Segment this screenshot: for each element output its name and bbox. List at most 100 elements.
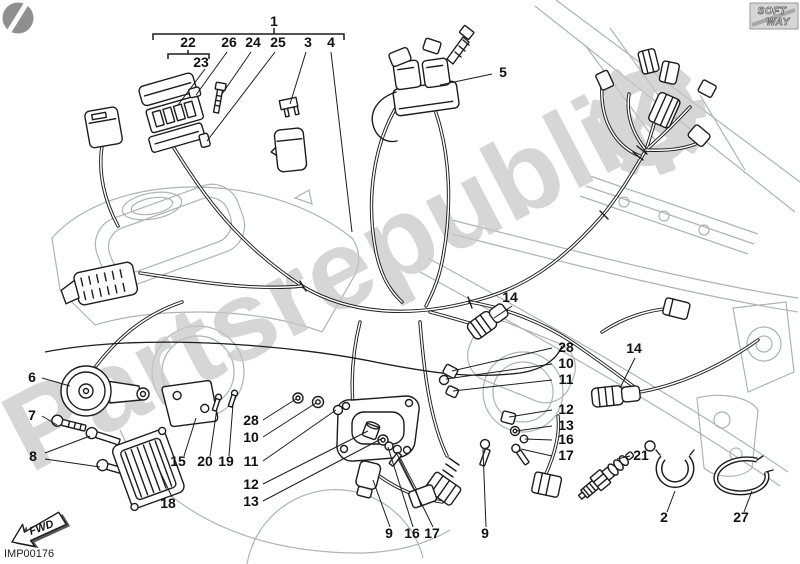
callout-line <box>387 446 414 528</box>
part-label: 9 <box>385 525 393 541</box>
callout-line <box>524 438 553 441</box>
callout-line <box>209 407 218 457</box>
brand-circle-logo <box>2 0 34 38</box>
part-label: 7 <box>28 407 36 423</box>
callout-line <box>262 402 317 438</box>
callout-line <box>221 51 252 95</box>
callout-line <box>262 409 337 462</box>
part-label: 1 <box>270 13 278 29</box>
callout-line <box>228 403 234 457</box>
coil-bracket-assembly <box>292 392 420 499</box>
ecu-connector <box>60 261 139 306</box>
part-label: 19 <box>218 453 234 469</box>
part-label: 25 <box>270 34 286 50</box>
part-label: 17 <box>558 447 574 463</box>
part-label: 13 <box>558 417 574 433</box>
horn <box>60 365 150 417</box>
part-label: 27 <box>733 509 749 525</box>
group-bracket <box>167 50 210 59</box>
callout-line <box>177 68 206 106</box>
part-label: 3 <box>304 34 312 50</box>
pin-20 <box>211 393 223 412</box>
part-label: 11 <box>244 453 259 469</box>
part-label: 5 <box>499 64 507 80</box>
solenoid-unit-5 <box>371 24 475 143</box>
part-label: 24 <box>245 34 261 50</box>
group-bracket <box>152 28 345 40</box>
callout-line <box>44 435 91 454</box>
callout-line <box>482 448 487 528</box>
part-label: 9 <box>481 525 489 541</box>
callout-line <box>451 347 553 372</box>
part-label: 6 <box>28 369 36 385</box>
part-label: 12 <box>558 401 574 417</box>
callout-line <box>395 451 434 528</box>
part-label: 13 <box>243 493 259 509</box>
callout-line <box>183 417 197 457</box>
components <box>51 24 774 512</box>
spark-plug <box>577 451 635 500</box>
softway-text-line1: SOFT <box>758 6 787 17</box>
part-label: 2 <box>660 509 668 525</box>
pin-19 <box>227 389 239 408</box>
part-label: 20 <box>197 453 213 469</box>
spark-plug-cap-front <box>466 303 509 340</box>
top-right-connector-cluster <box>595 48 717 320</box>
callout-line <box>372 479 391 528</box>
part-label: 4 <box>327 34 335 50</box>
spark-plug-cap-rear <box>590 385 641 408</box>
rear-coil-hardware <box>438 363 656 467</box>
part-label: 28 <box>243 412 259 428</box>
blade-fuse-3 <box>278 96 300 118</box>
callout-line <box>452 379 553 392</box>
part-label: 28 <box>558 339 574 355</box>
part-label: 12 <box>243 476 259 492</box>
spacer-25 <box>198 132 211 149</box>
bottom-connectors <box>408 457 563 509</box>
callout-line <box>520 448 553 457</box>
callout-line <box>515 425 553 432</box>
part-label: 22 <box>180 34 196 50</box>
image-code: IMP00176 <box>4 548 54 560</box>
callout-line <box>330 51 353 233</box>
softway-text-line2: WAY <box>766 17 790 28</box>
callout-line <box>508 409 553 418</box>
callout-line <box>206 51 276 142</box>
part-label: 15 <box>170 453 186 469</box>
part-label: 26 <box>221 34 237 50</box>
fuse-box <box>138 72 206 153</box>
fwd-arrow-icon: FWD <box>11 511 71 549</box>
callout-line <box>156 464 173 498</box>
callout-line <box>262 438 382 502</box>
part-label: 21 <box>633 447 649 463</box>
callout-line <box>743 490 753 513</box>
part-label: 14 <box>502 289 518 305</box>
rubber-cap-26 <box>187 86 202 99</box>
softway-logo: SOFT WAY <box>749 2 799 30</box>
bracket-plate-15 <box>161 379 219 428</box>
part-label: 10 <box>243 429 259 445</box>
callout-line <box>44 458 101 468</box>
relay-box <box>270 127 308 173</box>
callout-line <box>262 398 297 421</box>
part-label: 11 <box>559 371 574 387</box>
callout-line <box>195 51 228 96</box>
part-label: 17 <box>424 525 440 541</box>
part-label: 16 <box>404 525 420 541</box>
callout-line <box>262 430 369 485</box>
callout-line <box>619 357 636 389</box>
horseshoe-retainer <box>655 449 695 489</box>
part-label: 18 <box>160 495 176 511</box>
part-label: 8 <box>29 448 37 464</box>
callout-line <box>289 51 307 105</box>
callout-line <box>493 305 513 319</box>
callout-line <box>41 415 58 426</box>
wire-clip <box>713 455 774 496</box>
callout-line <box>445 363 553 380</box>
bolt-24 <box>212 81 227 114</box>
callout-line <box>616 455 631 460</box>
